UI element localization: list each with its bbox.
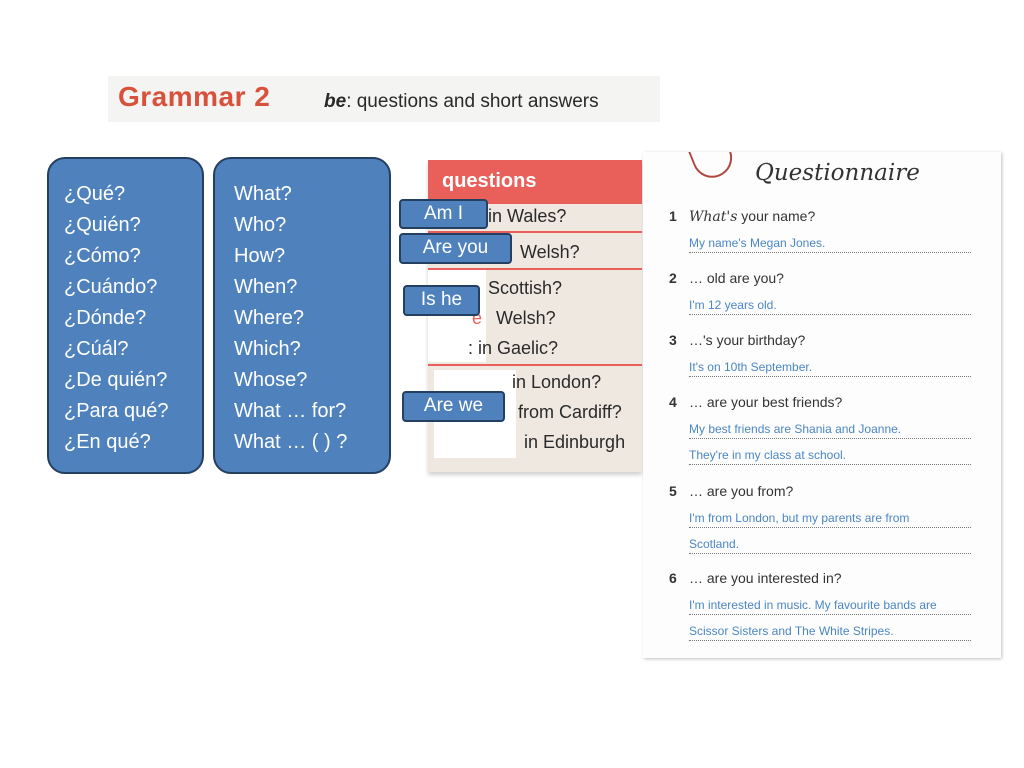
table-divider (428, 268, 642, 270)
question-row: Welsh? (520, 242, 580, 262)
item-number: 5 (669, 483, 677, 499)
english-word: How? (234, 245, 286, 267)
item-answer: It's on 10th September. (689, 358, 971, 377)
english-word: Which? (234, 338, 301, 360)
label-are-you: Are you (399, 233, 512, 264)
label-are-we: Are we (402, 391, 505, 422)
item-question: What's your name? (689, 208, 815, 225)
item-question-text: your name? (737, 208, 816, 224)
item-number: 1 (669, 208, 677, 224)
item-answer: I'm from London, but my parents are from (689, 509, 971, 528)
question-row: Scottish? (488, 278, 563, 298)
questions-header: questions (428, 160, 642, 204)
english-word: Whose? (234, 369, 308, 391)
item-answer: Scissor Sisters and The White Stripes. (689, 622, 971, 641)
english-word: Who? (234, 214, 287, 236)
question-row: in London? (512, 372, 602, 392)
spanish-word: ¿Cuándo? (64, 276, 158, 298)
partial-prefix: : (468, 338, 474, 358)
partial-prefix: e (472, 308, 483, 328)
item-number: 4 (669, 394, 677, 410)
spanish-word: ¿Cúál? (64, 338, 129, 360)
spanish-word: ¿Quién? (64, 214, 141, 236)
item-question: … are your best friends? (689, 394, 843, 410)
item-answer: My name's Megan Jones. (689, 234, 971, 253)
item-lead: What's (689, 209, 738, 225)
english-word: Where? (234, 307, 305, 329)
spanish-word: ¿Cómo? (64, 245, 141, 267)
english-word: What … ( ) ? (234, 431, 348, 453)
item-answer: Scotland. (689, 535, 971, 554)
questionnaire-page: Questionnaire 1 What's your name? My nam… (643, 152, 1001, 658)
english-question-words-box: What? Who? How? When? Where? Which? Whos… (213, 157, 391, 474)
item-answer: They're in my class at school. (689, 446, 971, 465)
question-row: from Cardiff? (518, 402, 622, 422)
paperclip-icon (683, 152, 739, 184)
questions-table: questions in Wales? Welsh? Scottish? e W… (428, 160, 642, 472)
item-number: 2 (669, 270, 677, 286)
table-divider (428, 231, 642, 233)
item-answer: My best friends are Shania and Joanne. (689, 420, 971, 439)
english-word: When? (234, 276, 298, 298)
spanish-word: ¿Qué? (64, 183, 126, 205)
questions-header-label: questions (442, 170, 537, 192)
item-question: … are you interested in? (689, 570, 842, 586)
english-word: What … for? (234, 400, 347, 422)
english-word: What? (234, 183, 292, 205)
label-am-i: Am I (399, 199, 488, 229)
question-row: in Wales? (488, 206, 567, 226)
spanish-word: ¿De quién? (64, 369, 168, 391)
grammar-subtitle: be: questions and short answers (324, 91, 599, 113)
subtitle-rest: : questions and short answers (346, 91, 599, 112)
grammar-header: Grammar 2 be: questions and short answer… (108, 76, 660, 122)
item-question: … old are you? (689, 270, 784, 286)
spanish-word: ¿Dónde? (64, 307, 147, 329)
table-divider (428, 364, 642, 366)
item-number: 3 (669, 332, 677, 348)
label-is-he: Is he (403, 285, 480, 316)
subtitle-be: be (324, 91, 347, 112)
item-question: …'s your birthday? (689, 332, 806, 348)
item-number: 6 (669, 570, 677, 586)
grammar-title: Grammar 2 (118, 81, 271, 112)
question-row: in Edinburgh (524, 432, 626, 452)
spanish-word: ¿Para qué? (64, 400, 169, 422)
spanish-word: ¿En qué? (64, 431, 151, 453)
question-row: in Gaelic? (478, 338, 559, 358)
questionnaire-title: Questionnaire (755, 160, 920, 186)
item-answer: I'm 12 years old. (689, 296, 971, 315)
item-answer: I'm interested in music. My favourite ba… (689, 596, 971, 615)
spanish-question-words-box: ¿Qué? ¿Quién? ¿Cómo? ¿Cuándo? ¿Dónde? ¿C… (47, 157, 204, 474)
question-row: Welsh? (496, 308, 556, 328)
item-question: … are you from? (689, 483, 794, 499)
